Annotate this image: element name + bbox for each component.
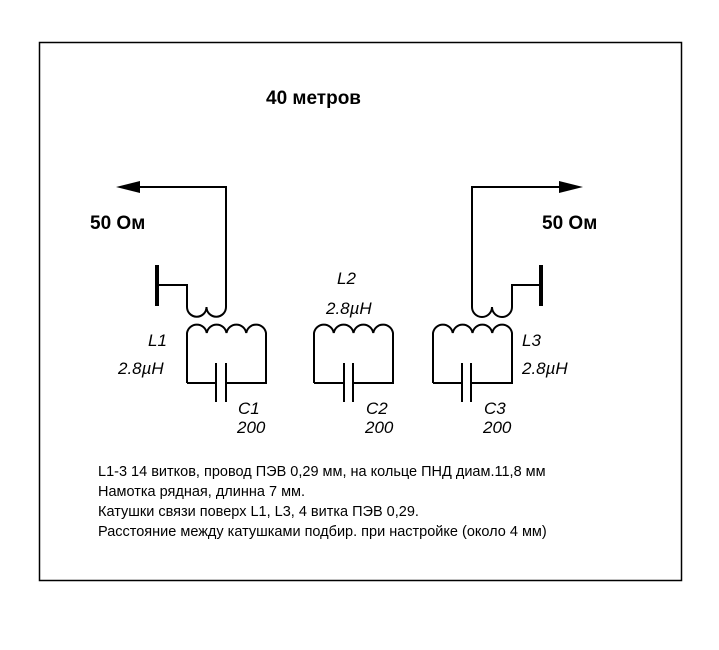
coupling-coil-left xyxy=(186,306,227,318)
port-left-label: 50 Ом xyxy=(90,213,145,234)
L3-name: L3 xyxy=(522,331,541,350)
C1-name: C1 xyxy=(238,399,260,418)
arrow-right-icon xyxy=(559,181,583,193)
tank-L3-C3 xyxy=(432,323,513,402)
diagram-title: 40 метров xyxy=(266,88,361,109)
output-wire-left xyxy=(138,186,227,307)
note-line: L1-3 14 витков, провод ПЭВ 0,29 мм, на к… xyxy=(98,464,546,480)
tank-L1-C1 xyxy=(186,323,267,402)
L2-name: L2 xyxy=(337,269,356,288)
note-line: Катушки связи поверх L1, L3, 4 витка ПЭВ… xyxy=(98,504,419,520)
L2-value: 2.8µH xyxy=(325,299,372,318)
note-line: Намотка рядная, длинна 7 мм. xyxy=(98,484,305,500)
L3-value: 2.8µH xyxy=(521,359,568,378)
coupling-coil-right xyxy=(471,306,513,318)
arrow-left-icon xyxy=(116,181,140,193)
C2-value: 200 xyxy=(364,418,394,437)
L1-name: L1 xyxy=(148,331,167,350)
C3-value: 200 xyxy=(482,418,512,437)
C1-value: 200 xyxy=(236,418,266,437)
frame xyxy=(38,41,683,582)
output-wire-right xyxy=(471,186,560,307)
tank-L2-C2 xyxy=(313,323,394,402)
port-right-label: 50 Ом xyxy=(542,213,597,234)
ground-wire-right xyxy=(511,284,541,307)
note-line: Расстояние между катушками подбир. при н… xyxy=(98,524,547,540)
C2-name: C2 xyxy=(366,399,388,418)
L1-value: 2.8µH xyxy=(117,359,164,378)
C3-name: C3 xyxy=(484,399,506,418)
ground-wire-left xyxy=(157,284,188,307)
